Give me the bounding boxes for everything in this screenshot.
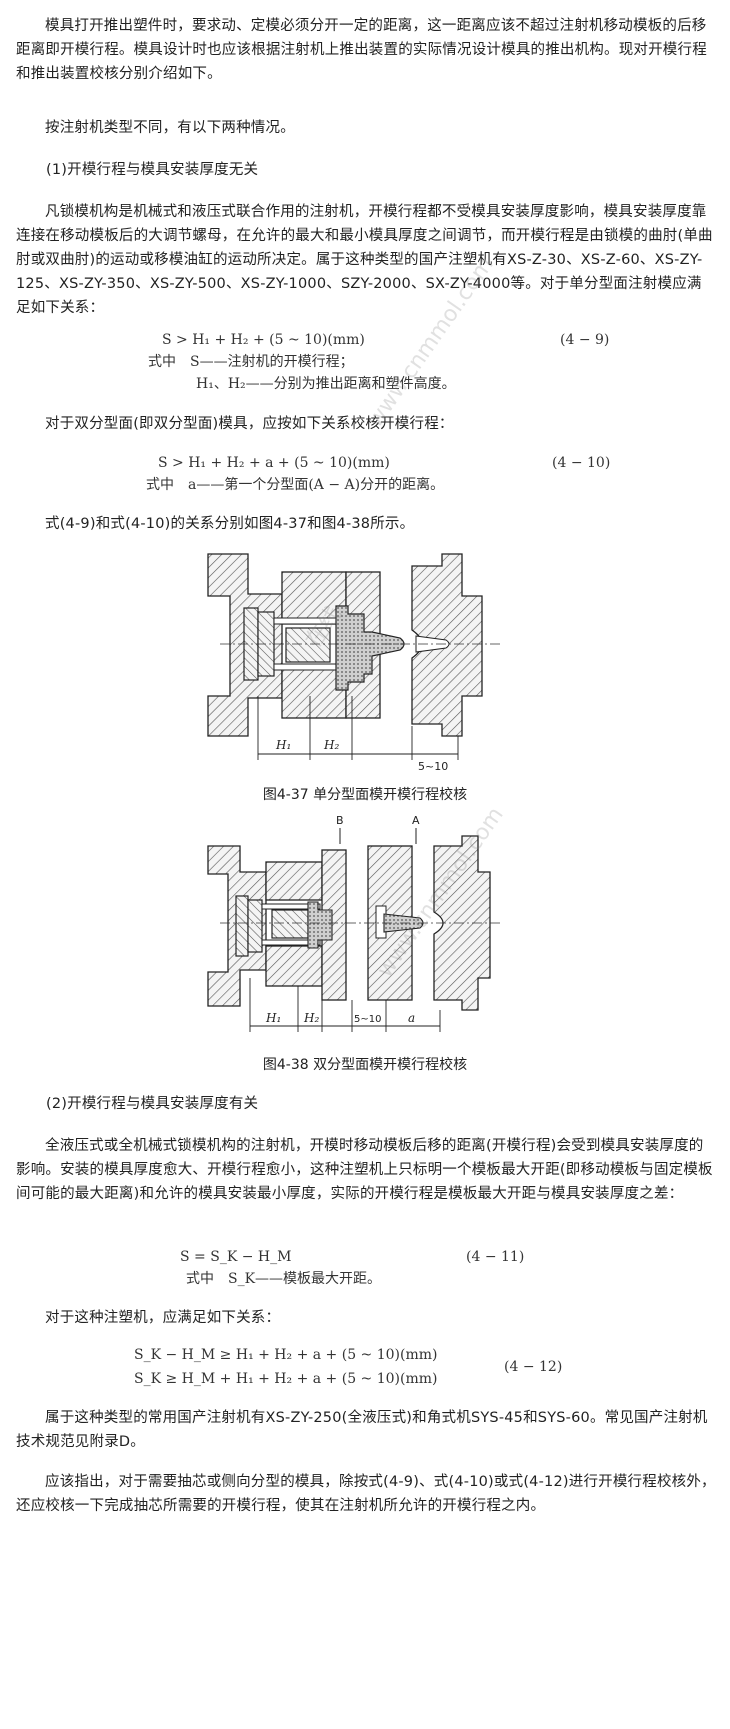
dim-label-gap: 5~10 <box>418 760 448 773</box>
formula-number: (4 − 11) <box>466 1249 525 1265</box>
paragraph-mechanical: 凡锁模机构是机械式和液压式联合作用的注射机，开模行程都不受模具安装厚度影响，模具… <box>16 204 713 316</box>
section-marker-b: B <box>336 814 344 827</box>
section-marker-a: A <box>412 814 420 827</box>
paragraph-hydraulic: 全液压式或全机械式锁模机构的注射机，开模时移动模板后移的距离(开模行程)会受到模… <box>16 1138 713 1202</box>
formula-number: (4 − 9) <box>560 332 610 348</box>
formula-expression: S > H₁ + H₂ + a + (5 ~ 10)(mm) <box>158 455 390 471</box>
paragraph-condition: 对于这种注塑机，应满足如下关系： <box>45 1310 281 1326</box>
dim-label-a: a <box>408 1011 415 1025</box>
dim-label-h1: H₁ <box>265 1011 281 1025</box>
dim-label-gap: 5~10 <box>354 1014 381 1025</box>
figure-4-37: H₁ H₂ 5~10 <box>207 553 500 773</box>
figure-4-38: B A H₁ H₂ 5~10 a <box>207 814 500 1032</box>
figure-caption-4-37: 图4-37 单分型面模开模行程校核 <box>262 787 468 803</box>
paragraph-types: 按注射机类型不同，有以下两种情况。 <box>45 120 295 136</box>
formula-number: (4 − 10) <box>552 455 611 471</box>
formula-expression: S > H₁ + H₂ + (5 ~ 10)(mm) <box>162 332 365 348</box>
section-heading-1: (1)开模行程与模具安装厚度无关 <box>46 162 259 178</box>
paragraph-examples: 属于这种类型的常用国产注射机有XS-ZY-250(全液压式)和角式机SYS-45… <box>16 1410 708 1450</box>
formula-where-line: 式中 S_K——模板最大开距。 <box>186 1271 382 1287</box>
formula-4-10: S > H₁ + H₂ + a + (5 ~ 10)(mm) (4 − 10) … <box>146 452 718 500</box>
formula-number: (4 − 12) <box>504 1359 563 1375</box>
formula-4-9: S > H₁ + H₂ + (5 ~ 10)(mm) (4 − 9) 式中 S—… <box>148 329 722 399</box>
formula-4-11: S = S_K − H_M (4 − 11) 式中 S_K——模板最大开距。 <box>180 1246 720 1294</box>
formula-where-line: 式中 S——注射机的开模行程； <box>148 354 354 370</box>
dim-label-h2: H₂ <box>323 738 339 752</box>
figure-caption-4-38: 图4-38 双分型面模开模行程校核 <box>262 1057 468 1073</box>
formula-4-12: S_K − H_M ≥ H₁ + H₂ + a + (5 ~ 10)(mm) S… <box>134 1344 714 1394</box>
molded-part <box>335 605 405 691</box>
paragraph-note: 应该指出，对于需要抽芯或侧向分型的模具，除按式(4-9)、式(4-10)或式(4… <box>16 1474 716 1514</box>
formula-expression-line-2: S_K ≥ H_M + H₁ + H₂ + a + (5 ~ 10)(mm) <box>134 1371 438 1387</box>
formula-expression: S = S_K − H_M <box>180 1249 292 1265</box>
formula-where-line: H₁、H₂——分别为推出距离和塑件高度。 <box>196 376 456 392</box>
dim-label-h2: H₂ <box>303 1011 319 1025</box>
dim-label-h1: H₁ <box>275 738 291 752</box>
section-heading-2: (2)开模行程与模具安装厚度有关 <box>46 1096 259 1112</box>
paragraph-double-parting: 对于双分型面(即双分型面)模具，应按如下关系校核开模行程： <box>45 416 454 432</box>
formula-where-line: 式中 a——第一个分型面(A − A)分开的距离。 <box>146 477 445 493</box>
paragraph-figure-ref: 式(4-9)和式(4-10)的关系分别如图4-37和图4-38所示。 <box>45 516 415 532</box>
paragraph-intro: 模具打开推出塑件时，要求动、定模必须分开一定的距离，这一距离应该不超过注射机移动… <box>16 18 707 82</box>
formula-expression-line-1: S_K − H_M ≥ H₁ + H₂ + a + (5 ~ 10)(mm) <box>134 1347 438 1363</box>
